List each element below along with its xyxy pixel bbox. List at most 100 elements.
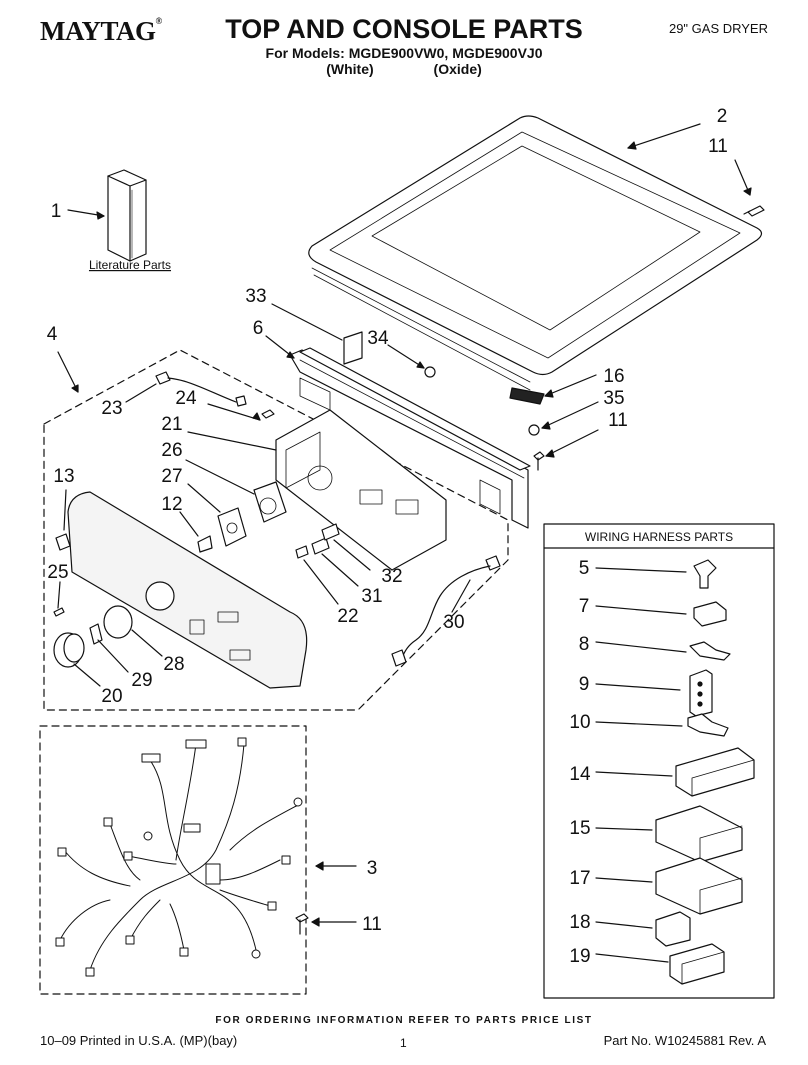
terminal-8[interactable] (689, 641, 731, 661)
clip-35[interactable] (528, 424, 540, 436)
callout-12: 12 (161, 494, 182, 515)
product-type: 29" GAS DRYER (668, 21, 768, 36)
connector-9[interactable] (689, 669, 713, 717)
variant-oxide: (Oxide) (433, 61, 482, 77)
arrow-24 (252, 412, 261, 421)
callout-11: 11 (362, 914, 382, 935)
button-22[interactable] (295, 545, 309, 559)
callout-11: 11 (708, 136, 728, 157)
arrow-16 (544, 389, 554, 398)
callout-24: 24 (175, 388, 197, 409)
screw-25[interactable] (53, 607, 65, 617)
wiring-harness-box (543, 523, 775, 999)
literature-booklet[interactable] (107, 169, 147, 262)
connector-17[interactable] (655, 857, 743, 915)
arrow-6 (286, 351, 295, 359)
callout-6: 6 (253, 318, 264, 339)
callout-34: 34 (367, 328, 389, 349)
terminal-10[interactable] (687, 713, 729, 737)
arrow-34 (416, 361, 425, 369)
variant-white: (White) (326, 61, 374, 77)
encoder-26[interactable] (253, 481, 287, 523)
connector-15[interactable] (655, 805, 743, 863)
console-panel[interactable] (67, 491, 308, 689)
badge-13[interactable] (55, 533, 71, 551)
leader-13 (63, 489, 67, 531)
arrow-11c (311, 917, 320, 927)
screw-harness[interactable] (295, 913, 309, 935)
variant-line: (White) (Oxide) (0, 61, 808, 77)
wire-harness-30[interactable] (391, 555, 501, 667)
button-32[interactable] (321, 523, 340, 541)
callout-30: 30 (443, 612, 464, 633)
callout-17: 17 (569, 868, 590, 889)
callout-27: 27 (161, 466, 182, 487)
main-wire-harness[interactable] (55, 737, 303, 977)
callout-2: 2 (717, 106, 728, 127)
arrow-3 (315, 861, 324, 871)
dryer-top[interactable] (308, 115, 763, 391)
wiring-harness-title: WIRING HARNESS PARTS (585, 530, 733, 544)
callout-16: 16 (603, 366, 624, 387)
wire-harness-23[interactable] (155, 371, 247, 407)
leader-20 (73, 663, 101, 687)
spring-12[interactable] (197, 535, 213, 553)
knob-20[interactable] (53, 632, 85, 668)
spring-29[interactable] (89, 623, 103, 645)
callout-4: 4 (47, 324, 58, 345)
screw-24[interactable] (261, 409, 275, 419)
callout-8: 8 (579, 634, 590, 655)
arrow-35 (541, 421, 551, 430)
callout-5: 5 (579, 558, 590, 579)
leader-22 (303, 559, 339, 605)
leader-4 (57, 351, 79, 393)
connector-7[interactable] (693, 601, 727, 627)
connector-18[interactable] (655, 911, 691, 947)
arrow-2 (627, 141, 637, 150)
main-harness-outline (39, 725, 307, 995)
bracket-plate-33[interactable] (343, 331, 363, 365)
trim-strip[interactable] (299, 347, 545, 471)
console-assembly-outline (43, 349, 509, 711)
callout-13: 13 (53, 466, 74, 487)
part-number: Part No. W10245881 Rev. A (603, 1033, 766, 1048)
callout-1: 1 (51, 201, 62, 222)
ring-28[interactable] (103, 605, 133, 639)
connector-14[interactable] (675, 747, 755, 797)
button-31[interactable] (311, 537, 330, 555)
callout-29: 29 (131, 670, 152, 691)
screw-top[interactable] (743, 205, 765, 217)
callout-21: 21 (161, 414, 182, 435)
push-clip-5[interactable] (693, 559, 717, 589)
screw-console[interactable] (533, 451, 545, 471)
callout-32: 32 (381, 566, 402, 587)
leader-30 (451, 579, 471, 613)
clip-34[interactable] (424, 366, 436, 378)
callout-14: 14 (569, 764, 591, 785)
print-info: 10–09 Printed in U.S.A. (MP)(bay) (40, 1033, 238, 1048)
callout-23: 23 (101, 398, 122, 419)
models-line: For Models: MGDE900VW0, MGDE900VJ0 (265, 45, 543, 61)
callout-31: 31 (361, 586, 382, 607)
connector-19[interactable] (669, 943, 725, 985)
leader-21 (187, 431, 277, 451)
leader-33 (271, 303, 343, 341)
callout-33: 33 (245, 286, 266, 307)
leader-2 (627, 123, 701, 149)
switch-27[interactable] (217, 507, 247, 547)
leader-32 (333, 539, 371, 571)
leader-11b (545, 429, 599, 457)
leader-34 (387, 344, 425, 369)
control-board[interactable] (275, 409, 447, 571)
leader-23 (125, 383, 157, 403)
leader-27 (187, 483, 221, 513)
leader-29 (97, 639, 129, 673)
harness-leaders (595, 567, 687, 963)
callout-3: 3 (367, 858, 378, 879)
brand-logo: MAYTAG® (40, 16, 162, 46)
callout-7: 7 (579, 596, 590, 617)
page-title: TOP AND CONSOLE PARTS (225, 14, 583, 44)
callout-9: 9 (579, 674, 590, 695)
leader-28 (131, 629, 163, 657)
callout-28: 28 (163, 654, 184, 675)
